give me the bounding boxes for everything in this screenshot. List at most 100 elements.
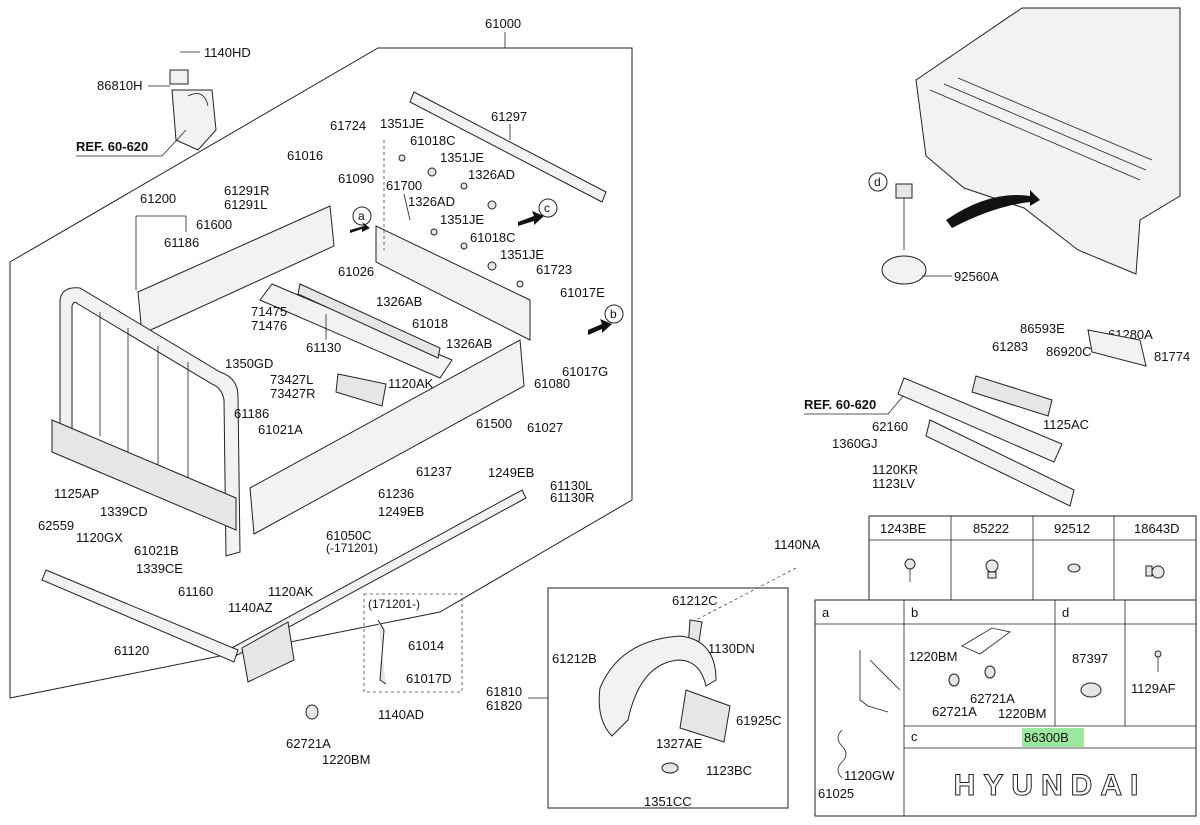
label-1326AB-b[interactable]: 1326AB [446,336,492,351]
label-61160[interactable]: 61160 [178,584,213,599]
label-61297[interactable]: 61297 [491,109,527,124]
part-86810H[interactable] [169,51,217,151]
label-61291L[interactable]: 61291L [224,197,267,212]
label-61021B[interactable]: 61021B [134,543,179,558]
label-1140HD[interactable]: 1140HD [204,45,251,60]
part-62721A[interactable] [305,704,319,720]
part-61280A[interactable] [1087,329,1147,367]
label-61130[interactable]: 61130 [306,340,341,355]
detail-a-part-1[interactable]: 1120GW [844,768,895,783]
label-171201b[interactable]: (171201-) [368,597,420,611]
label-1220BM-a[interactable]: 1220BM [322,752,370,767]
parts-header-1[interactable]: 85222 [973,521,1009,536]
detail-b-part-2[interactable]: 62721A [970,691,1015,706]
callout-d[interactable] [868,172,888,192]
detail-key-d[interactable]: d [1062,605,1069,620]
label-73427L[interactable]: 73427L [270,372,313,387]
detail-key-a[interactable]: a [822,605,830,620]
label-86920C[interactable]: 86920C [1046,344,1092,359]
label-1327AE[interactable]: 1327AE [656,736,703,751]
callout-c[interactable] [538,198,558,218]
part-61600[interactable] [137,205,335,335]
detail-c-part[interactable]: 86300B [1024,730,1069,745]
label-61724[interactable]: 61724 [330,118,366,133]
part-bumper-tube[interactable] [897,377,1063,463]
label-71476[interactable]: 71476 [251,318,287,333]
label-1350GD[interactable]: 1350GD [225,356,273,371]
label-71475[interactable]: 71475 [251,304,287,319]
part-61120[interactable] [41,569,239,663]
detail-a-part-0[interactable]: 61025 [818,786,854,801]
detail-b-part-1[interactable]: 62721A [932,704,977,719]
parts-header-3[interactable]: 18643D [1134,521,1180,536]
detail-d-part[interactable]: 87397 [1072,651,1108,666]
parts-header-2[interactable]: 92512 [1054,521,1090,536]
label-61186-a[interactable]: 61186 [164,235,199,250]
part-61700[interactable] [375,225,531,341]
part-61925C[interactable] [679,689,731,743]
label-86810H[interactable]: 86810H [97,78,143,93]
detail-key-b[interactable]: b [911,605,918,620]
label-61236[interactable]: 61236 [378,486,414,501]
label-1140AZ[interactable]: 1140AZ [228,600,273,615]
ref-60-620-top[interactable]: REF. 60-620 [76,139,148,154]
label-61283[interactable]: 61283 [992,339,1028,354]
label-61810[interactable]: 61810 [486,684,522,699]
part-61130[interactable] [259,283,453,379]
label-62559[interactable]: 62559 [38,518,74,533]
label-61014[interactable]: 61014 [408,638,444,653]
label-1326AD-b[interactable]: 1326AD [408,194,455,209]
label-61050C[interactable]: 61050C [326,528,372,543]
detail-b-part-0[interactable]: 1220BM [909,649,957,664]
part-62160[interactable] [925,419,1075,507]
label-61723[interactable]: 61723 [536,262,572,277]
hyundai-emblem[interactable]: HYUNDAI [953,769,1147,803]
label-61017G[interactable]: 61017G [562,364,608,379]
label-61237[interactable]: 61237 [416,464,452,479]
parts-header-0[interactable]: 1243BE [880,521,927,536]
label-61021A[interactable]: 61021A [258,422,303,437]
label-81774[interactable]: 81774 [1154,349,1190,364]
detail-key-c[interactable]: c [911,729,918,744]
label-61925C[interactable]: 61925C [736,713,782,728]
label-1249EB-b[interactable]: 1249EB [378,504,424,519]
label-73427R[interactable]: 73427R [270,386,316,401]
label-62721A-a[interactable]: 62721A [286,736,331,751]
label-62160[interactable]: 62160 [872,419,908,434]
label-61820[interactable]: 61820 [486,698,522,713]
label-1123BC[interactable]: 1123BC [706,763,752,778]
label-171201a[interactable]: (-171201) [326,541,378,555]
part-61500[interactable] [249,339,525,535]
label-1351CC[interactable]: 1351CC [644,794,692,809]
label-1351JE-d[interactable]: 1351JE [500,247,544,262]
label-1351JE-c[interactable]: 1351JE [440,212,484,227]
label-1339CE[interactable]: 1339CE [136,561,183,576]
part-mudguard[interactable] [598,635,717,737]
part-61297[interactable] [409,91,607,203]
label-61600[interactable]: 61600 [196,217,232,232]
label-61186-b[interactable]: 61186 [234,406,269,421]
label-1120AK-b[interactable]: 1120AK [268,584,314,599]
label-61200[interactable]: 61200 [140,191,176,206]
label-61000[interactable]: 61000 [485,16,521,31]
label-1140NA[interactable]: 1140NA [774,537,820,552]
label-1360GJ[interactable]: 1360GJ [832,436,878,451]
label-61017D[interactable]: 61017D [406,671,452,686]
detail-b-part-3[interactable]: 1220BM [998,706,1046,721]
label-1339CD[interactable]: 1339CD [100,504,148,519]
label-92560A[interactable]: 92560A [954,269,999,284]
label-1140AD[interactable]: 1140AD [378,707,424,722]
label-61130L[interactable]: 61130L [550,478,592,493]
label-1130DN[interactable]: 1130DN [708,641,755,656]
part-92560A[interactable] [881,255,927,285]
label-1120AK-a[interactable]: 1120AK [388,376,434,391]
label-61120[interactable]: 61120 [114,643,149,658]
label-61027[interactable]: 61027 [527,420,563,435]
part-headboard-frame[interactable] [51,287,241,557]
label-61130R[interactable]: 61130R [550,490,595,505]
label-61017E[interactable]: 61017E [560,285,605,300]
label-1326AB-a[interactable]: 1326AB [376,294,422,309]
label-1249EB-a[interactable]: 1249EB [488,465,534,480]
label-1120KR[interactable]: 1120KR [872,462,918,477]
label-61500[interactable]: 61500 [476,416,512,431]
